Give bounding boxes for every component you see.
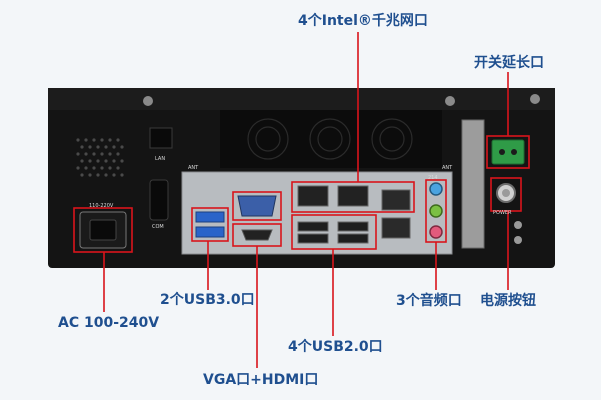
power-button-center — [502, 189, 510, 197]
audio-jack-blue — [429, 182, 443, 196]
voltage-label: 110-220V — [89, 203, 114, 209]
usb2-port — [337, 221, 369, 232]
fan-grille — [220, 110, 442, 168]
fan-grille-pattern — [247, 118, 413, 160]
chassis-top-edge — [48, 88, 555, 110]
usb3-port — [195, 211, 225, 223]
ethernet-port — [297, 185, 329, 207]
leader-lines — [103, 32, 509, 368]
expansion-bracket — [461, 119, 485, 249]
ground-screw-icon — [514, 236, 522, 244]
callout-usb2: 4个USB2.0口 — [288, 339, 383, 355]
highlight-usb2 — [291, 214, 377, 250]
vent-grille-left — [76, 138, 124, 177]
com-cutout — [149, 179, 169, 221]
callout-usb3: 2个USB3.0口 — [160, 292, 255, 308]
usb2-port — [297, 233, 329, 244]
lan-cutout — [149, 127, 173, 149]
ethernet-port — [381, 217, 411, 239]
ant-label: ANT — [188, 165, 199, 171]
callout-extension: 开关延长口 — [474, 55, 544, 71]
terminal-screw-icon — [511, 149, 517, 155]
screw-icon — [143, 96, 153, 106]
screw-icon — [530, 94, 540, 104]
callout-power-button: 电源按钮 — [480, 293, 536, 309]
highlight-vga — [232, 191, 282, 221]
usb3-port — [195, 226, 225, 238]
usb2-port — [297, 221, 329, 232]
callout-audio: 3个音频口 — [396, 293, 462, 309]
ground-screw-icon — [514, 221, 522, 229]
ethernet-port — [337, 185, 369, 207]
terminal-screw-icon — [499, 149, 505, 155]
audio-jack-green — [429, 204, 443, 218]
callout-vga-hdmi: VGA口+HDMI口 — [203, 372, 319, 388]
hdmi-port — [241, 229, 273, 241]
highlight-ac — [73, 207, 133, 253]
terminal-block — [491, 139, 525, 165]
highlight-ethernet — [291, 181, 415, 213]
screw-icon — [445, 96, 455, 106]
port-number-label: 214 — [428, 175, 438, 181]
callout-ethernet: 4个Intel®千兆网口 — [298, 13, 428, 29]
lan-label: LAN — [155, 156, 166, 162]
power-label: POWER — [493, 210, 512, 216]
highlight-power — [490, 177, 522, 212]
callout-ac: AC 100-240V — [58, 315, 160, 331]
highlight-usb3 — [191, 207, 229, 242]
ant-label-2: ANT — [442, 165, 453, 171]
ethernet-port — [381, 189, 411, 211]
audio-jack-pink — [429, 225, 443, 239]
usb2-port — [337, 233, 369, 244]
com-label: COM — [152, 224, 164, 230]
ac-inlet-socket — [89, 219, 117, 241]
vga-port — [237, 195, 277, 217]
